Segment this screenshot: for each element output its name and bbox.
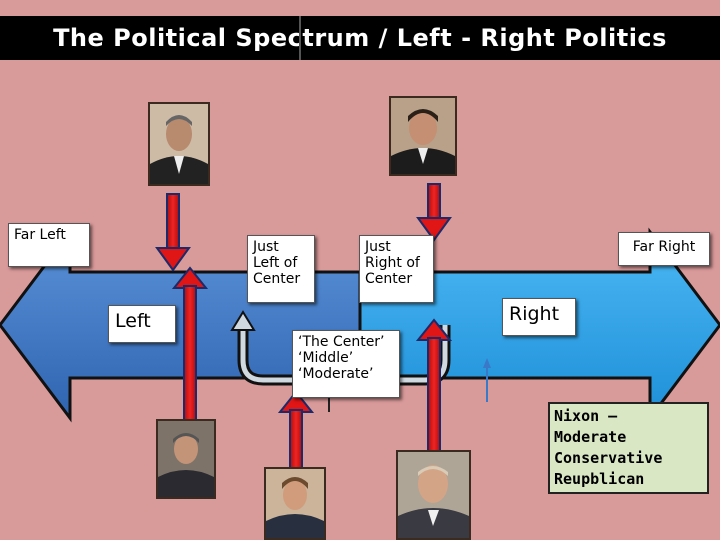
portrait-top-right [389, 96, 457, 176]
center-label: ‘The Center’ ‘Middle’ ‘Moderate’ [292, 330, 400, 398]
pointer-arrow-down [416, 217, 452, 242]
far-right-label: Far Right [618, 232, 710, 266]
title-bar: The Political Spectrum / Left - Right Po… [0, 16, 720, 60]
just-right-of-center-label: Just Right of Center [359, 235, 434, 303]
far-left-label: Far Left [8, 223, 90, 267]
note-line-4: Reupblican [554, 470, 645, 488]
portrait-bottom-center [264, 467, 326, 540]
right-label: Right [502, 298, 576, 336]
portrait-photo-icon [150, 104, 208, 184]
left-label: Left [108, 305, 176, 343]
note-line-1: Nixon – [554, 407, 618, 425]
just-left-line-3: Center [253, 271, 301, 288]
center-connector-arrowhead [230, 310, 256, 331]
center-line-1: ‘The Center’ [298, 334, 385, 350]
portrait-photo-icon [158, 421, 214, 497]
portrait-bottom-left [156, 419, 216, 499]
portrait-bottom-right [396, 450, 471, 540]
portrait-top-left [148, 102, 210, 186]
center-line-2: ‘Middle’ [298, 350, 354, 367]
just-left-of-center-label: Just Left of Center [247, 235, 315, 303]
portrait-photo-icon [398, 452, 469, 538]
left-text: Left [115, 310, 151, 332]
note-line-3: Conservative [554, 449, 663, 467]
far-left-text: Far Left [14, 227, 66, 243]
right-text: Right [509, 303, 560, 325]
just-right-line-1: Just [365, 239, 391, 255]
note-line-2: Moderate [554, 428, 627, 446]
title-divider [299, 16, 301, 60]
just-left-line-1: Just [253, 239, 279, 255]
center-line-3: ‘Moderate’ [298, 366, 374, 383]
pointer-arrow-down [155, 247, 191, 272]
portrait-photo-icon [266, 469, 324, 538]
just-right-line-3: Center [365, 271, 413, 288]
page-title: The Political Spectrum / Left - Right Po… [53, 24, 667, 52]
nixon-note: Nixon – Moderate Conservative Reupblican [548, 402, 709, 494]
far-right-text: Far Right [632, 239, 696, 255]
just-right-line-2: Right of [365, 255, 420, 272]
portrait-photo-icon [391, 98, 455, 174]
just-left-line-2: Left of [253, 255, 298, 272]
